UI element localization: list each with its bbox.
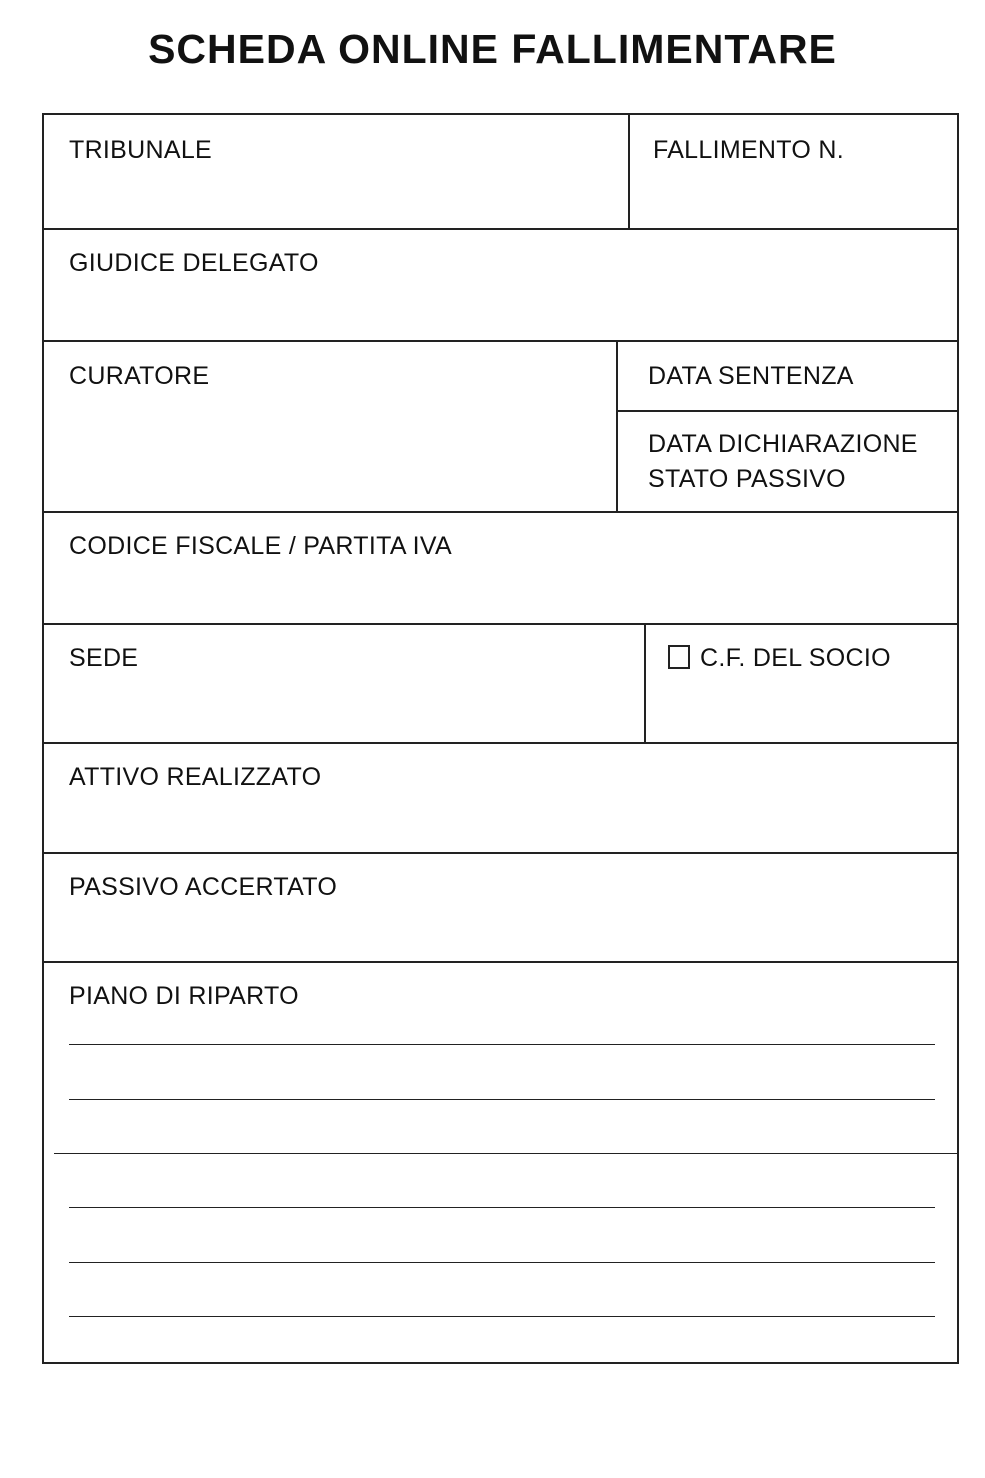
form-title: SCHEDA ONLINE FALLIMENTARE: [148, 26, 837, 72]
giudice-delegato-label: GIUDICE DELEGATO: [69, 249, 319, 277]
row-divider: [44, 852, 957, 854]
tribunale-field[interactable]: [44, 115, 628, 228]
row-divider: [44, 961, 957, 963]
attivo-realizzato-label: ATTIVO REALIZZATO: [69, 763, 322, 791]
codice-fiscale-label: CODICE FISCALE / PARTITA IVA: [69, 532, 453, 560]
row-divider: [44, 340, 957, 342]
data-dichiarazione-label-line2: STATO PASSIVO: [648, 465, 846, 493]
writing-line[interactable]: [69, 1099, 935, 1100]
fallimento-number-field[interactable]: [630, 115, 959, 228]
row-divider: [44, 228, 957, 230]
row-divider: [44, 511, 957, 513]
writing-line[interactable]: [69, 1044, 935, 1045]
cf-socio-checkbox[interactable]: [668, 645, 690, 669]
row-divider: [44, 742, 957, 744]
divider: [628, 115, 630, 228]
divider: [644, 623, 646, 742]
cell-divider: [618, 410, 957, 412]
piano-di-riparto-label: PIANO DI RIPARTO: [69, 982, 299, 1010]
writing-line[interactable]: [69, 1262, 935, 1263]
divider: [616, 340, 618, 512]
passivo-accertato-label: PASSIVO ACCERTATO: [69, 873, 338, 901]
writing-line[interactable]: [69, 1207, 935, 1208]
data-sentenza-label: DATA SENTENZA: [648, 362, 854, 390]
sede-label: SEDE: [69, 644, 139, 672]
writing-line[interactable]: [54, 1153, 957, 1154]
writing-line[interactable]: [69, 1316, 935, 1317]
bankruptcy-form: TRIBUNALE FALLIMENTO N. GIUDICE DELEGATO…: [42, 113, 959, 1364]
tribunale-label: TRIBUNALE: [69, 136, 213, 164]
curatore-label: CURATORE: [69, 362, 210, 390]
row-divider: [44, 623, 957, 625]
cf-socio-option: C.F. DEL SOCIO: [668, 641, 891, 676]
cf-socio-label: C.F. DEL SOCIO: [700, 644, 891, 672]
fallimento-number-label: FALLIMENTO N.: [653, 136, 844, 164]
data-dichiarazione-label-line1: DATA DICHIARAZIONE: [648, 430, 918, 458]
